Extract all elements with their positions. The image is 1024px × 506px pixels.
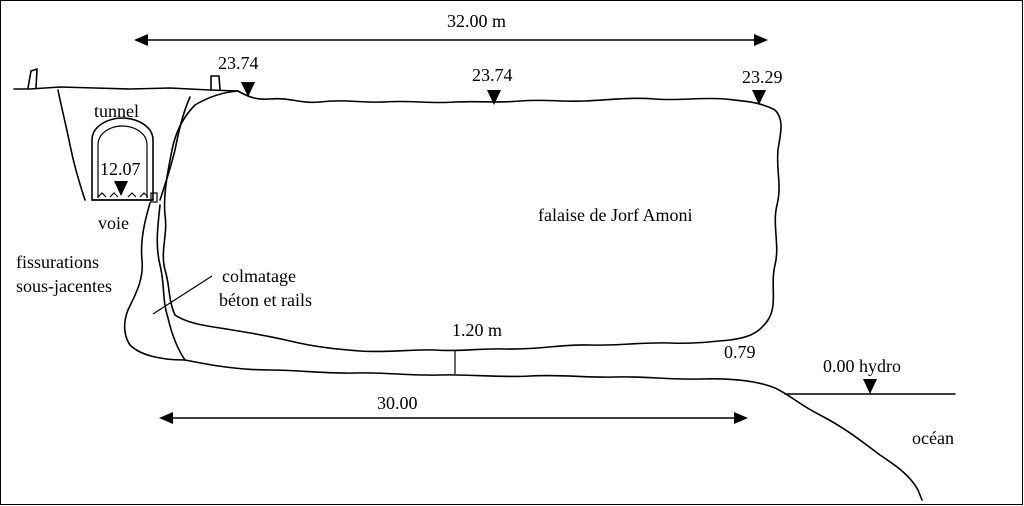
fence-post-left bbox=[27, 68, 38, 89]
cliff-block-outline bbox=[162, 90, 782, 353]
level-marker-sea bbox=[863, 379, 877, 394]
left-column-edge bbox=[57, 89, 86, 201]
elevation-bottom-right: 0.79 bbox=[724, 342, 756, 362]
cracks-label-line2: sous-jacentes bbox=[16, 276, 112, 296]
cracks-label-line1: fissurations bbox=[16, 252, 99, 272]
sea-level-label: 0.00 hydro bbox=[823, 356, 901, 376]
cliff-label: falaise de Jorf Amoni bbox=[538, 205, 692, 225]
ocean-label: océan bbox=[912, 428, 954, 448]
tunnel-structure bbox=[91, 117, 158, 203]
sealing-label-line1: colmatage bbox=[222, 266, 296, 286]
level-marker-top-left bbox=[241, 82, 255, 97]
elevation-top-right: 23.29 bbox=[742, 67, 783, 87]
tunnel-label: tunnel bbox=[94, 101, 139, 121]
sealing-leader-line bbox=[152, 275, 213, 315]
track-elevation-label: 12.07 bbox=[100, 159, 141, 179]
elevation-top-left: 23.74 bbox=[218, 53, 259, 73]
underlying-cracks-zone bbox=[123, 202, 186, 361]
level-marker-top-right bbox=[752, 90, 766, 105]
bottom-width-dimension bbox=[159, 412, 748, 424]
level-marker-top-mid bbox=[487, 90, 501, 105]
thickness-label: 1.20 m bbox=[452, 320, 502, 340]
elevation-top-mid: 23.74 bbox=[472, 65, 513, 85]
track-label: voie bbox=[98, 213, 129, 233]
bottom-width-label: 30.00 bbox=[377, 393, 418, 413]
shore-line bbox=[184, 359, 923, 501]
top-width-dimension bbox=[134, 34, 768, 46]
ground-surface-left bbox=[13, 68, 239, 92]
level-marker-track bbox=[114, 181, 128, 196]
sealing-label-line2: béton et rails bbox=[219, 290, 312, 310]
tunnel-right-wall bbox=[159, 96, 191, 201]
top-width-label: 32.00 m bbox=[447, 11, 506, 31]
fence-post-right bbox=[210, 75, 221, 91]
